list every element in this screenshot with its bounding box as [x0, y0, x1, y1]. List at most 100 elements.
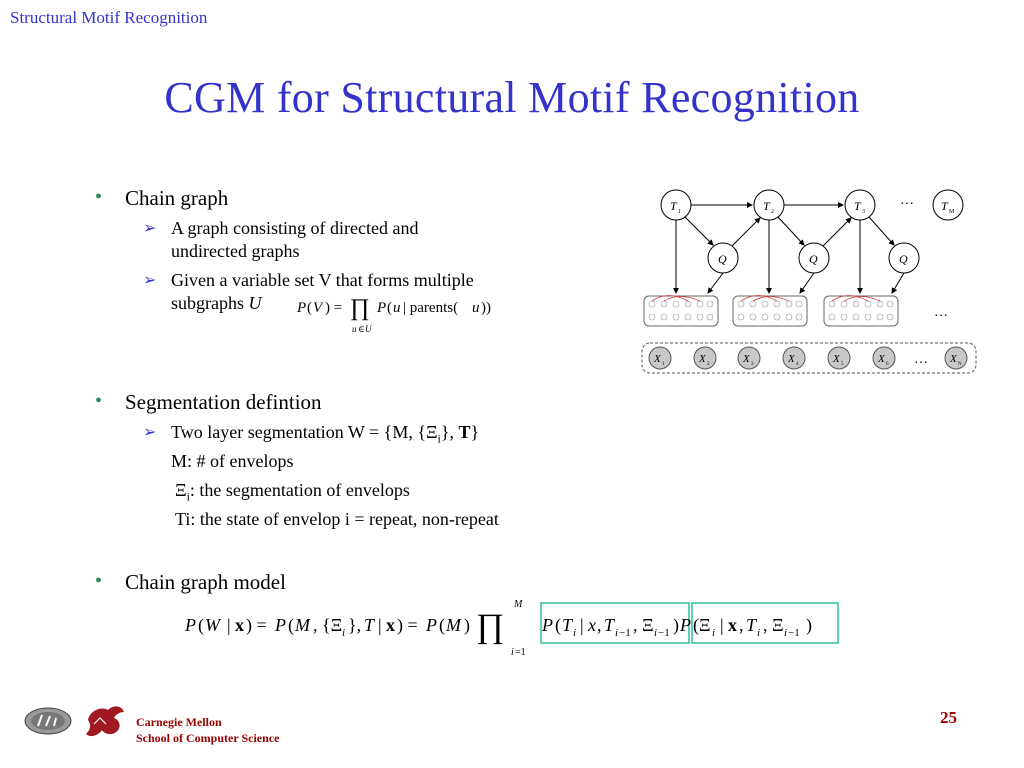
x-node-4 — [782, 346, 806, 370]
svg-text:T: T — [562, 615, 574, 635]
svg-text:(: ( — [387, 300, 392, 316]
segment-box-2 — [732, 295, 808, 327]
svg-text:P: P — [679, 615, 691, 635]
sub-bullet-variable-set: ➢ Given a variable set V that forms mult… — [143, 270, 474, 313]
svg-text:T: T — [604, 615, 616, 635]
segment-box-1 — [643, 295, 719, 327]
svg-text:T: T — [763, 199, 771, 213]
slide-title: CGM for Structural Motif Recognition — [164, 73, 860, 122]
svg-text:P: P — [274, 615, 286, 635]
svg-text:) =: ) = — [325, 300, 342, 316]
q-node-2: Q — [798, 242, 830, 274]
svg-text:T: T — [670, 199, 678, 213]
sub-bullet-two-layer: ➢ Two layer segmentation W = {M, {Ξi}, T… — [143, 422, 480, 446]
svg-text:V: V — [313, 300, 324, 316]
svg-text:−1: −1 — [619, 627, 631, 639]
svg-text:u: u — [472, 300, 480, 316]
svg-text:∏: ∏ — [476, 608, 504, 645]
dragon-logo-icon — [86, 706, 124, 737]
q-node-1: Q — [707, 242, 739, 274]
bullet-segmentation: • Segmentation defintion — [95, 390, 322, 414]
svg-text:(: ( — [439, 615, 445, 636]
svg-text:|: | — [227, 615, 231, 635]
svg-text:x: x — [235, 615, 244, 635]
text-xi-segmentation: Ξi: the segmentation of envelops — [175, 480, 410, 504]
svg-text:i: i — [654, 627, 657, 639]
svg-text:| parents(: | parents( — [403, 300, 458, 316]
ellipsis-bottom: … — [914, 352, 928, 367]
svg-text:(: ( — [555, 615, 561, 636]
x-node-5 — [827, 346, 851, 370]
svg-text:=1: =1 — [515, 647, 526, 658]
arrow-bullet-icon: ➢ — [143, 220, 157, 237]
svg-text:x: x — [386, 615, 395, 635]
t-node-1: T 1 — [660, 189, 692, 221]
svg-text:6: 6 — [886, 362, 889, 367]
x-node-2 — [693, 346, 717, 370]
svg-text:): ) — [806, 615, 812, 636]
svg-text:): ) — [464, 615, 470, 636]
svg-text:2: 2 — [771, 209, 774, 215]
svg-text:X: X — [949, 353, 958, 365]
svg-text:Q: Q — [899, 252, 908, 266]
svg-text:|: | — [378, 615, 382, 635]
svg-text:i: i — [615, 627, 618, 639]
x-node-6 — [872, 346, 896, 370]
svg-text:X: X — [742, 353, 751, 365]
svg-text:T: T — [854, 199, 862, 213]
svg-text:(: ( — [288, 615, 294, 636]
x-node-3 — [737, 346, 761, 370]
footer-institution: Carnegie Mellon School of Computer Scien… — [136, 715, 280, 745]
chain-graph-formula: P ( V ) = ∏ u ∈ U P ( u | parents( u )) — [296, 295, 491, 334]
svg-text:(: ( — [307, 300, 312, 316]
svg-text:i: i — [573, 627, 576, 639]
svg-text:1: 1 — [678, 209, 681, 215]
svg-text:1: 1 — [662, 362, 665, 367]
svg-text:∈: ∈ — [358, 324, 365, 334]
svg-text:Q: Q — [718, 252, 727, 266]
svg-text:i: i — [757, 627, 760, 639]
svg-text:4: 4 — [796, 362, 799, 367]
bullet-label: Chain graph — [125, 186, 229, 210]
svg-text:P: P — [376, 300, 386, 316]
svg-text:X: X — [653, 353, 662, 365]
q-node-3: Q — [888, 242, 920, 274]
page-number: 25 — [940, 708, 957, 727]
svg-text:Q: Q — [809, 252, 818, 266]
arrow-bullet-icon: ➢ — [143, 424, 157, 441]
svg-text:,: , — [739, 615, 744, 635]
svg-text:M: M — [949, 209, 955, 215]
svg-text:3: 3 — [862, 209, 865, 215]
bullet-chain-graph: • Chain graph — [95, 186, 229, 211]
sub-bullet-directed: ➢ A graph consisting of directed and und… — [143, 218, 419, 261]
svg-text:|: | — [720, 615, 724, 635]
svg-text:,: , — [597, 615, 602, 635]
svg-text:) =: ) = — [397, 615, 418, 636]
ellipsis-top: … — [900, 193, 914, 208]
svg-text:2: 2 — [707, 362, 710, 367]
svg-text:P: P — [425, 615, 437, 635]
lti-logo-icon — [24, 707, 72, 735]
header-tag: Structural Motif Recognition — [10, 8, 208, 27]
svg-text:i: i — [784, 627, 787, 639]
svg-text:X: X — [787, 353, 796, 365]
svg-text:)): )) — [481, 300, 491, 316]
svg-text:x: x — [728, 615, 737, 635]
svg-text:N: N — [958, 362, 962, 367]
text-ti-state: Ti: the state of envelop i = repeat, non… — [175, 509, 499, 529]
x-node-1 — [648, 346, 672, 370]
svg-text:−1: −1 — [658, 627, 670, 639]
bullet-dot: • — [95, 570, 103, 592]
segment-box-3 — [823, 295, 899, 327]
svg-text:T: T — [941, 199, 949, 213]
t-node-3: T 3 — [844, 189, 876, 221]
svg-text:u: u — [352, 324, 357, 334]
chain-graph-diagram: T 1 T 2 T 3 … T M Q Q Q — [641, 189, 977, 374]
svg-text:3: 3 — [751, 362, 754, 367]
svg-text:): ) — [673, 615, 679, 636]
svg-text:X: X — [832, 353, 841, 365]
svg-text:5: 5 — [841, 362, 844, 367]
bullet-dot: • — [95, 390, 103, 412]
svg-text:T: T — [746, 615, 758, 635]
svg-text:, Ξ: , Ξ — [633, 615, 654, 635]
